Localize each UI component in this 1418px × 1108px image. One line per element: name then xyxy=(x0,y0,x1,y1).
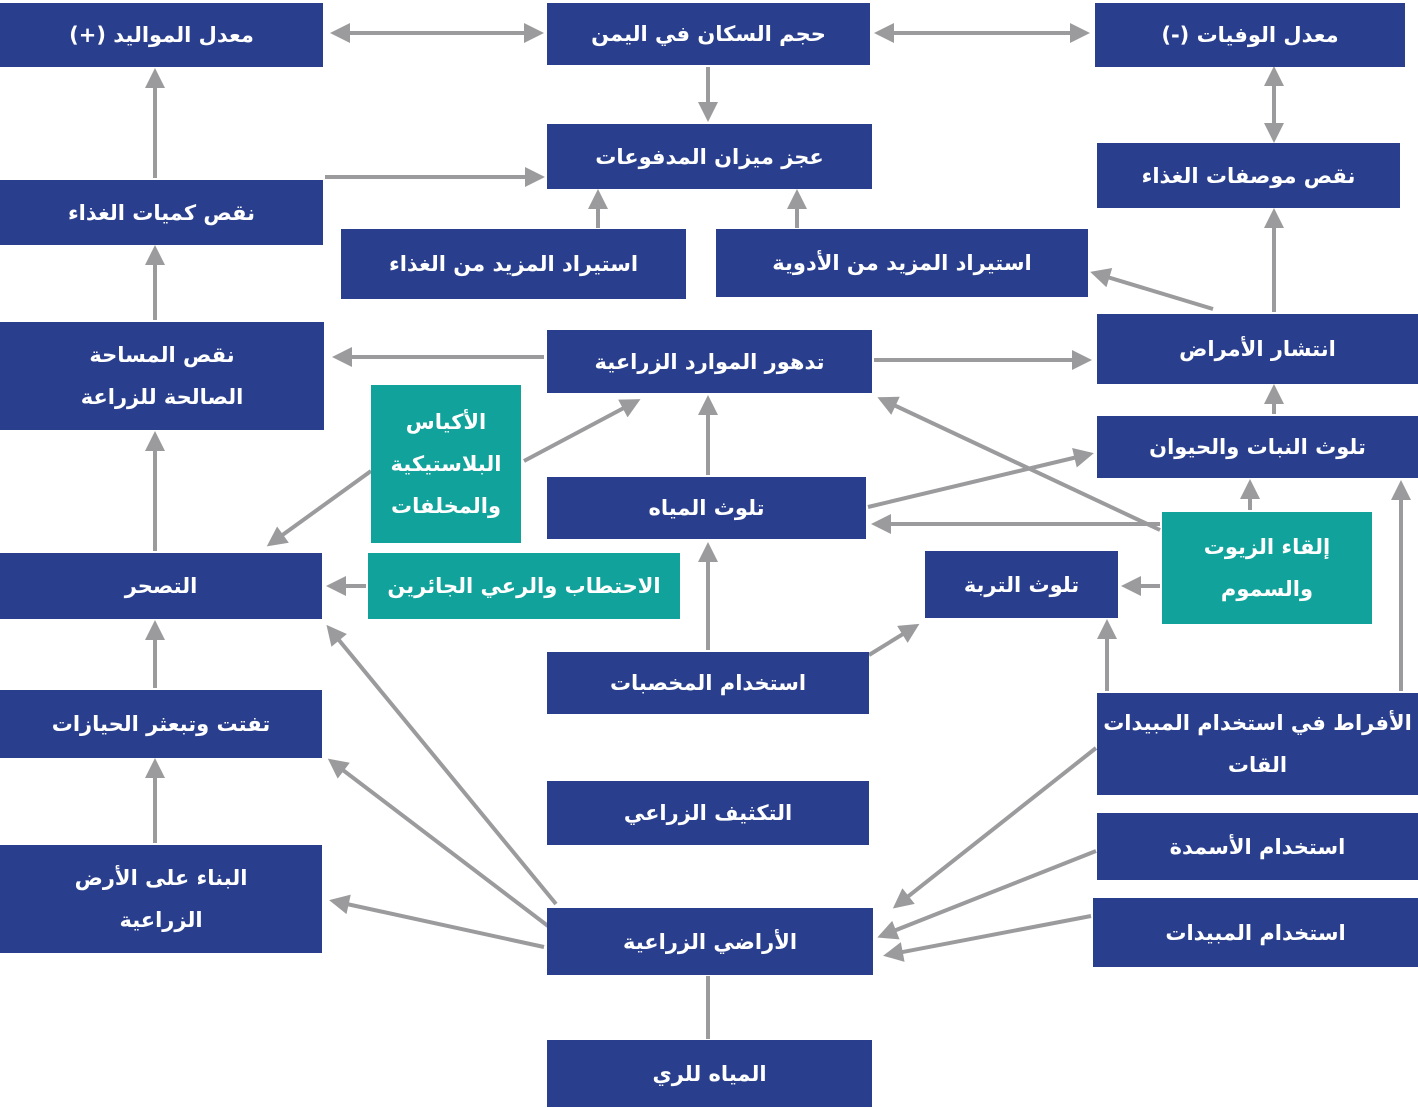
node-label-line: الأكياس xyxy=(405,410,487,434)
node-agricultural-lands: الأراضي الزراعية xyxy=(547,908,873,975)
node-pesticide-use: استخدام المبيدات xyxy=(1093,898,1418,967)
node-plastic-bags-waste: الأكياس البلاستيكية والمخلفات xyxy=(371,385,521,543)
node-oils-toxins-dumping: إلقاء الزيوت والسموم xyxy=(1162,512,1372,624)
node-agri-resources-degradation: تدهور الموارد الزراعية xyxy=(547,330,872,393)
node-label-line: الأفراط في استخدام المبيدات xyxy=(1103,711,1412,735)
node-import-more-medicine: استيراد المزيد من الأدوية xyxy=(716,229,1088,297)
node-label-line: إلقاء الزيوت xyxy=(1203,535,1331,559)
edge-plastic-bags-waste--agri-resources-degradation xyxy=(523,399,641,463)
node-arable-land-shortage: نقص المساحة الصالحة للزراعة xyxy=(0,322,324,430)
node-agri-intensification: التكثيف الزراعي xyxy=(547,781,869,845)
node-fertilizer-enrichers-use: استخدام المخصبات xyxy=(547,652,869,714)
node-label-line: تلوث النبات والحيوان xyxy=(1149,435,1366,459)
node-label-line: تلوث المياه xyxy=(648,496,765,520)
node-label-line: نقص كميات الغذاء xyxy=(67,200,256,225)
node-soil-pollution: تلوث التربة xyxy=(925,551,1118,618)
node-label-line: نقص المساحة xyxy=(89,343,235,367)
node-holdings-fragmentation: تفتت وتبعثر الحيازات xyxy=(0,690,322,758)
edge-pesticide-overuse-qat--agricultural-lands xyxy=(892,746,1098,909)
edge-agricultural-lands--building-on-farmland xyxy=(329,894,545,949)
node-label-line: البناء على الأرض xyxy=(74,866,248,890)
node-label-line: معدل الوفيات (-) xyxy=(1161,23,1339,47)
node-building-on-farmland: البناء على الأرض الزراعية xyxy=(0,845,322,953)
node-import-more-food: استيراد المزيد من الغذاء xyxy=(341,229,686,299)
node-label-line: الصالحة للزراعة xyxy=(80,385,244,409)
node-label-line: تلوث التربة xyxy=(963,572,1080,597)
node-food-quantity-shortage: نقص كميات الغذاء xyxy=(0,180,323,245)
node-label-line: معدل المواليد (+) xyxy=(69,23,254,47)
node-label-line: استخدام الأسمدة xyxy=(1169,834,1346,859)
node-label-line: استيراد المزيد من الأدوية xyxy=(772,251,1032,275)
node-label-line: تفتت وتبعثر الحيازات xyxy=(51,712,271,736)
node-chemical-fertilizer-use: استخدام الأسمدة xyxy=(1097,813,1418,880)
node-desertification: التصحر xyxy=(0,553,322,619)
node-label-line: التصحر xyxy=(124,574,198,598)
edge-oils-toxins-dumping--agri-resources-degradation xyxy=(877,396,1161,532)
node-label-line: الاحتطاب والرعي الجائرين xyxy=(387,574,661,598)
node-label-line: والسموم xyxy=(1220,577,1314,601)
node-birth-rate: معدل المواليد (+) xyxy=(0,3,323,67)
node-irrigation-water: المياه للري xyxy=(547,1040,872,1107)
node-label-line: الأراضي الزراعية xyxy=(622,929,798,954)
node-label-line: عجز ميزان المدفوعات xyxy=(595,144,824,169)
node-label-line: استخدام المبيدات xyxy=(1165,920,1346,945)
edge-pesticide-use--agricultural-lands xyxy=(883,914,1092,962)
node-label-line: البلاستيكية xyxy=(390,452,502,476)
node-label-line: القات xyxy=(1227,753,1288,777)
node-label-line: الزراعية xyxy=(119,908,203,932)
node-label-line: استيراد المزيد من الغذاء xyxy=(388,252,639,276)
edge-disease-spread--import-more-medicine xyxy=(1090,268,1214,311)
edge-plastic-bags-waste--desertification xyxy=(266,469,373,547)
node-food-specs-shortage: نقص موصفات الغذاء xyxy=(1097,143,1400,208)
node-label-line: نقص موصفات الغذاء xyxy=(1141,163,1356,188)
node-label-line: انتشار الأمراض xyxy=(1179,337,1336,361)
node-population-size-yemen: حجم السكان في اليمن xyxy=(547,3,870,65)
node-disease-spread: انتشار الأمراض xyxy=(1097,314,1418,384)
node-label-line: حجم السكان في اليمن xyxy=(591,22,826,46)
edge-fertilizer-enrichers-use--soil-pollution xyxy=(867,623,920,657)
node-pesticide-overuse-qat: الأفراط في استخدام المبيدات القات xyxy=(1097,693,1418,795)
node-water-pollution: تلوث المياه xyxy=(547,477,866,539)
edge-agricultural-lands--desertification xyxy=(326,624,558,906)
node-label-line: والمخلفات xyxy=(390,494,502,518)
node-death-rate: معدل الوفيات (-) xyxy=(1095,3,1405,67)
node-label-line: التكثيف الزراعي xyxy=(623,801,793,825)
node-label-line: المياه للري xyxy=(652,1061,767,1086)
node-label-line: استخدام المخصبات xyxy=(609,671,807,695)
edge-agricultural-lands--holdings-fragmentation xyxy=(327,758,550,928)
node-payments-balance-deficit: عجز ميزان المدفوعات xyxy=(547,124,872,189)
edge-chemical-fertilizer-use--agricultural-lands xyxy=(877,849,1097,940)
node-label-line: تدهور الموارد الزراعية xyxy=(594,349,825,374)
node-plant-animal-pollution: تلوث النبات والحيوان xyxy=(1097,416,1418,478)
node-logging-overgrazing: الاحتطاب والرعي الجائرين xyxy=(368,553,680,619)
edge-water-pollution--plant-animal-pollution xyxy=(867,447,1094,509)
